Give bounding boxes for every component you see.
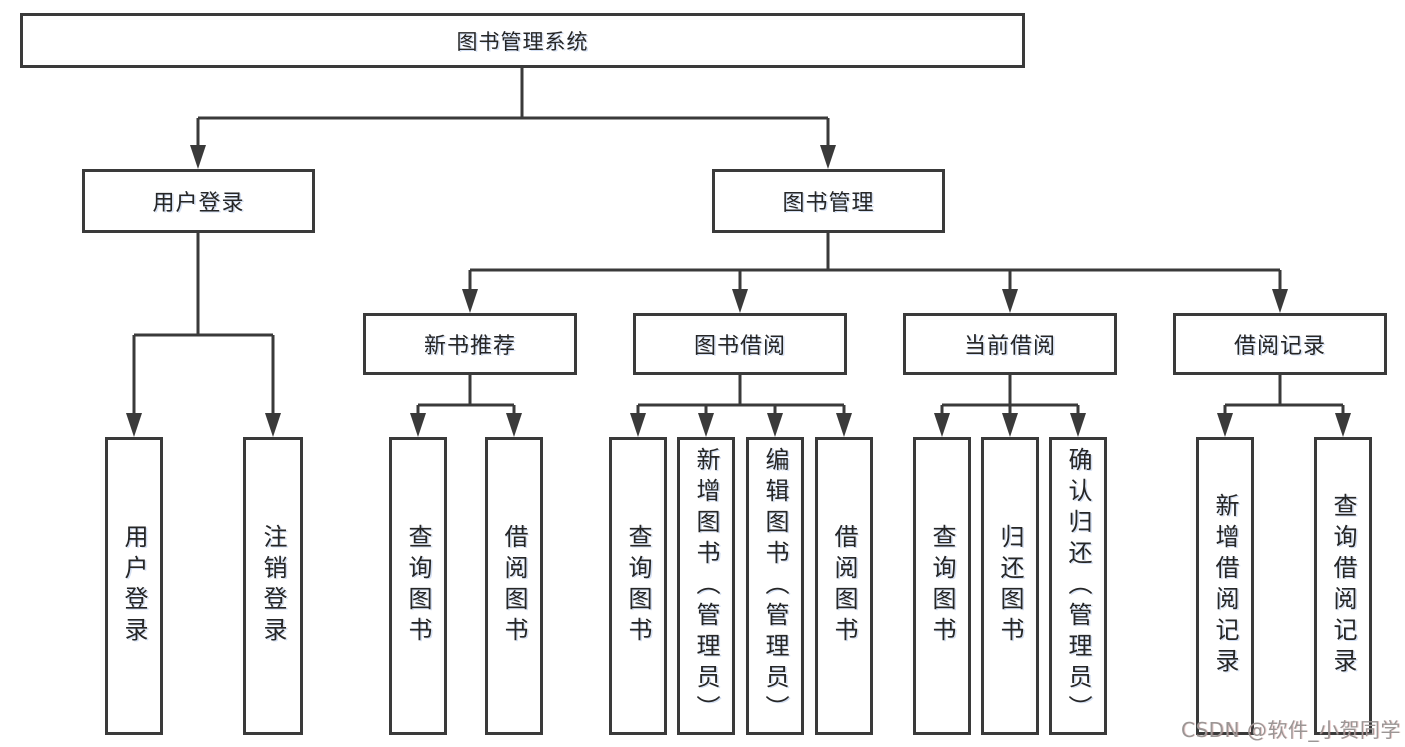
node-book-borrowing: 图书借阅 bbox=[633, 313, 847, 375]
leaf-query-borrow-record-label: 查询借阅记录 bbox=[1329, 493, 1357, 679]
leaf-query-books-current: 查询图书 bbox=[913, 437, 971, 735]
leaf-query-books-recommend: 查询图书 bbox=[389, 437, 447, 735]
leaf-borrow-books-borrowing-label: 借阅图书 bbox=[830, 524, 858, 648]
leaf-logout: 注销登录 bbox=[243, 437, 303, 735]
arrowheads bbox=[126, 145, 1351, 437]
csdn-watermark: CSDN @软件_小贺同学 bbox=[1181, 718, 1401, 742]
node-user-login: 用户登录 bbox=[82, 169, 315, 233]
node-new-book-recommend: 新书推荐 bbox=[363, 313, 577, 375]
leaf-logout-label: 注销登录 bbox=[259, 524, 287, 648]
node-current-borrowing: 当前借阅 bbox=[903, 313, 1117, 375]
leaf-borrow-books-borrowing: 借阅图书 bbox=[815, 437, 873, 735]
node-user-login-label: 用户登录 bbox=[152, 191, 245, 216]
leaf-borrow-books-recommend-label: 借阅图书 bbox=[500, 524, 528, 648]
leaf-user-login-label: 用户登录 bbox=[120, 524, 148, 648]
leaf-query-books-borrowing-label: 查询图书 bbox=[624, 524, 652, 648]
leaf-user-login: 用户登录 bbox=[105, 437, 163, 735]
leaf-return-books-label: 归还图书 bbox=[996, 524, 1024, 648]
leaf-return-books: 归还图书 bbox=[981, 437, 1039, 735]
leaf-confirm-return-admin: 确认归还（管理员） bbox=[1049, 437, 1107, 735]
node-book-management-label: 图书管理 bbox=[782, 191, 875, 216]
leaf-add-book-admin: 新增图书（管理员） bbox=[677, 437, 735, 735]
node-book-borrowing-label: 图书借阅 bbox=[693, 334, 786, 359]
leaf-query-books-borrowing: 查询图书 bbox=[609, 437, 667, 735]
leaf-query-borrow-record: 查询借阅记录 bbox=[1314, 437, 1372, 735]
node-borrowing-records-label: 借阅记录 bbox=[1233, 334, 1326, 359]
node-borrowing-records: 借阅记录 bbox=[1173, 313, 1387, 375]
leaf-add-borrow-record: 新增借阅记录 bbox=[1196, 437, 1254, 735]
node-new-book-recommend-label: 新书推荐 bbox=[423, 334, 516, 359]
leaf-edit-book-admin-label: 编辑图书（管理员） bbox=[761, 446, 789, 726]
leaf-add-borrow-record-label: 新增借阅记录 bbox=[1211, 493, 1239, 679]
leaf-add-book-admin-label: 新增图书（管理员） bbox=[692, 446, 720, 726]
leaf-edit-book-admin: 编辑图书（管理员） bbox=[746, 437, 804, 735]
node-current-borrowing-label: 当前借阅 bbox=[963, 334, 1056, 359]
leaf-confirm-return-admin-label: 确认归还（管理员） bbox=[1064, 446, 1092, 726]
leaf-query-books-recommend-label: 查询图书 bbox=[404, 524, 432, 648]
leaf-query-books-current-label: 查询图书 bbox=[928, 524, 956, 648]
node-book-management: 图书管理 bbox=[712, 169, 945, 233]
leaf-borrow-books-recommend: 借阅图书 bbox=[485, 437, 543, 735]
node-library-system: 图书管理系统 bbox=[20, 13, 1025, 68]
node-library-system-label: 图书管理系统 bbox=[456, 29, 589, 54]
